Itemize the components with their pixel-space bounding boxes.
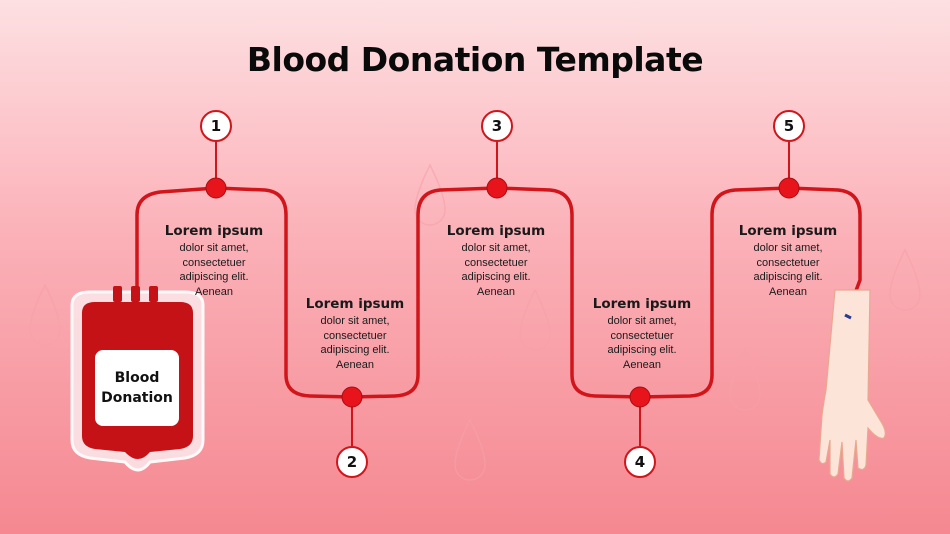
step-text-5: Lorem ipsum dolor sit amet, consectetuer… — [718, 223, 858, 299]
step-text-2: Lorem ipsum dolor sit amet, consectetuer… — [285, 296, 425, 372]
joint-dot-4 — [629, 386, 651, 408]
background-drops — [29, 163, 921, 481]
step-body: dolor sit amet, consectetuer adipiscing … — [179, 242, 249, 298]
joint-dot-2 — [341, 386, 363, 408]
step-heading: Lorem ipsum — [738, 223, 838, 239]
step-heading: Lorem ipsum — [164, 223, 264, 239]
blood-tube-path — [135, 186, 862, 399]
step-number-2: 2 — [336, 446, 368, 478]
step-heading: Lorem ipsum — [305, 296, 405, 312]
step-number-5: 5 — [773, 110, 805, 142]
step-text-1: Lorem ipsum dolor sit amet, consectetuer… — [144, 223, 284, 299]
step-heading: Lorem ipsum — [592, 296, 692, 312]
step-text-3: Lorem ipsum dolor sit amet, consectetuer… — [426, 223, 566, 299]
step-number-3: 3 — [481, 110, 513, 142]
step-body: dolor sit amet, consectetuer adipiscing … — [607, 315, 677, 371]
step-body: dolor sit amet, consectetuer adipiscing … — [320, 315, 390, 371]
blood-bag-label: Blood Donation — [95, 350, 179, 426]
page-title: Blood Donation Template — [246, 40, 704, 79]
joint-dot-5 — [778, 177, 800, 199]
step-text-4: Lorem ipsum dolor sit amet, consectetuer… — [572, 296, 712, 372]
step-body: dolor sit amet, consectetuer adipiscing … — [753, 242, 823, 298]
step-heading: Lorem ipsum — [446, 223, 546, 239]
step-number-4: 4 — [624, 446, 656, 478]
joint-dot-3 — [486, 177, 508, 199]
step-body: dolor sit amet, consectetuer adipiscing … — [461, 242, 531, 298]
joint-dot-1 — [205, 177, 227, 199]
step-number-1: 1 — [200, 110, 232, 142]
joint-dots — [205, 177, 800, 408]
arm-icon — [818, 289, 886, 482]
